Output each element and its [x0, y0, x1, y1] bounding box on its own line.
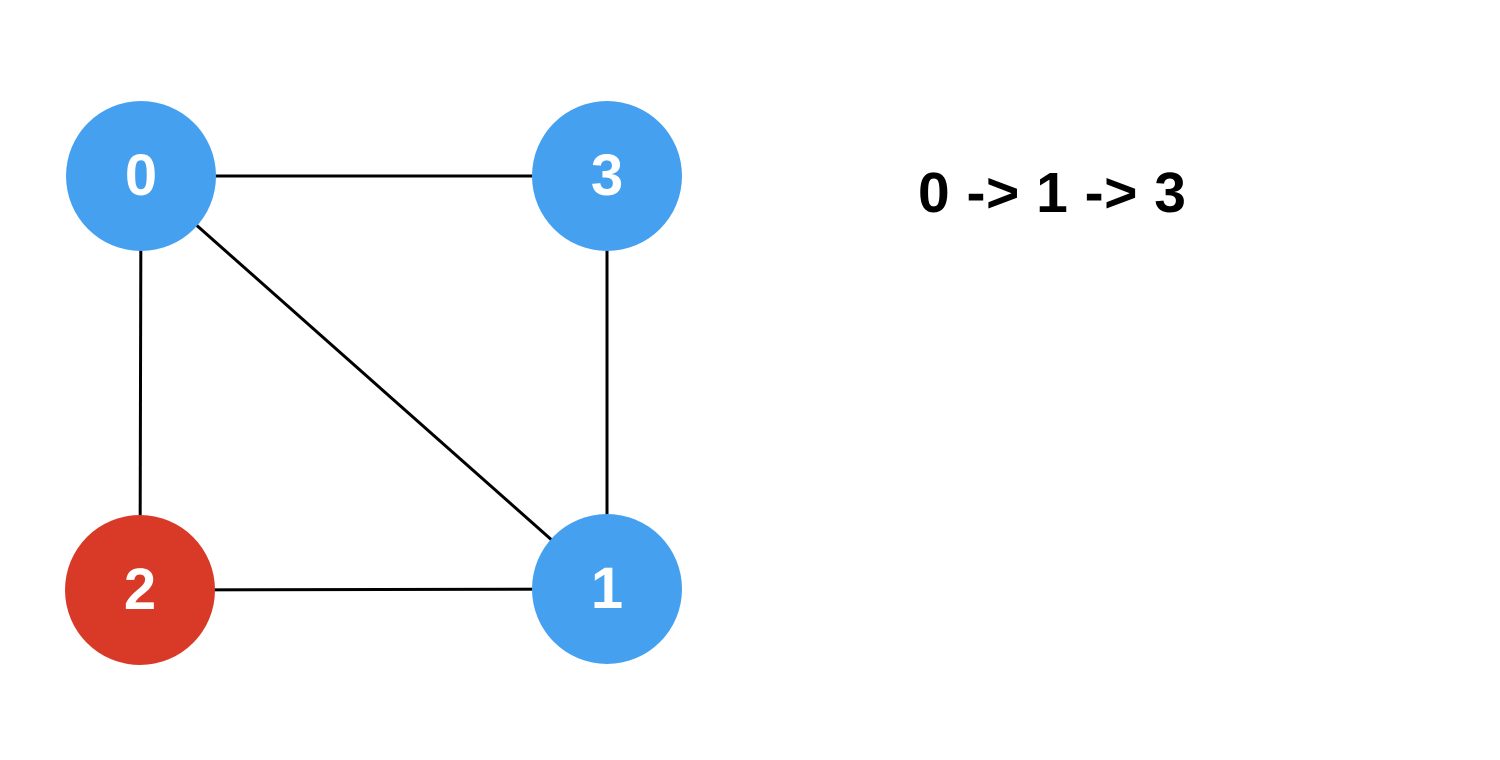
graph-node-label-0: 0	[124, 143, 158, 208]
graph-node-label-3: 3	[590, 143, 624, 208]
graph-node-1: 1	[532, 514, 682, 664]
graph-node-2: 2	[65, 515, 215, 665]
graph-edge-2-1	[139, 587, 608, 592]
graph-edge-0-1	[140, 174, 608, 591]
graph-node-0: 0	[66, 101, 216, 251]
graph-node-label-2: 2	[123, 557, 157, 622]
graph-node-label-1: 1	[590, 556, 624, 621]
path-label: 0 -> 1 -> 3	[918, 161, 1187, 225]
graph-node-3: 3	[532, 101, 682, 251]
